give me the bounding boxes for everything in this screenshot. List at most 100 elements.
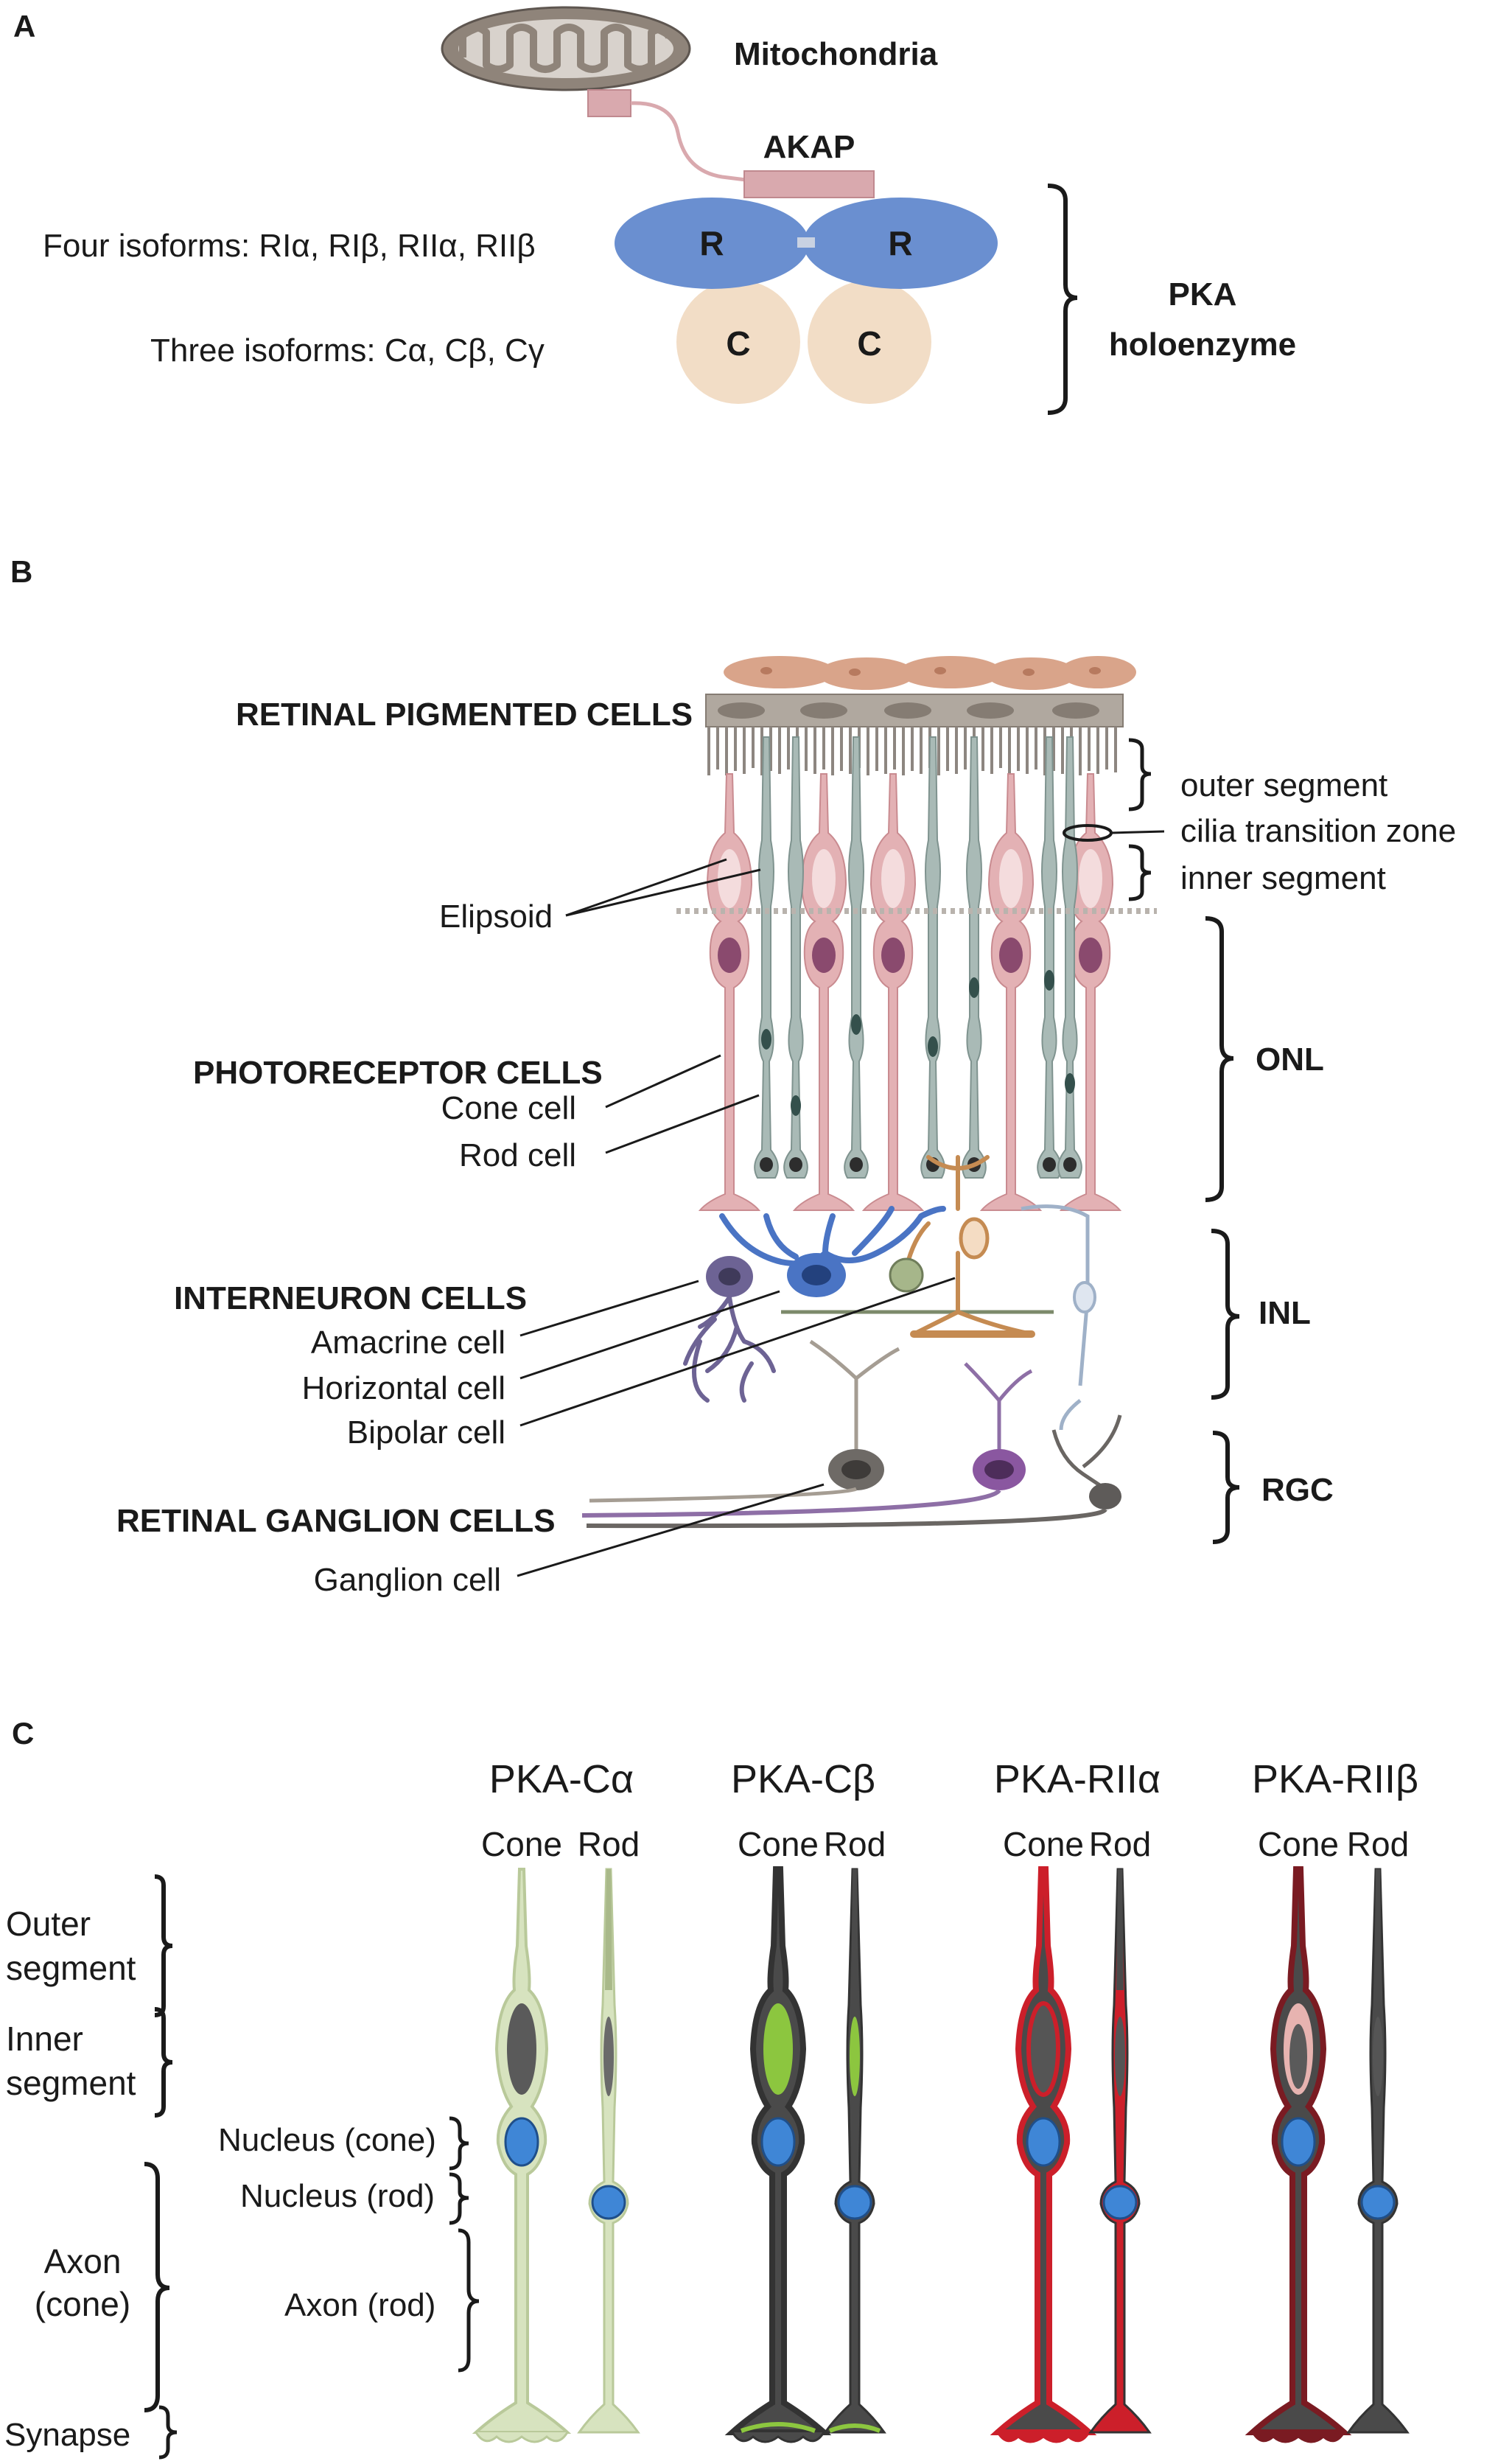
c-label-right: C [857, 324, 881, 363]
axon-cone-label-2: (cone) [35, 2285, 130, 2323]
akap-anchor [587, 89, 631, 117]
panel-b-letter: B [10, 554, 32, 589]
panel-a-letter: A [13, 9, 35, 43]
rod-column-label: Rod [578, 1825, 640, 1863]
horizontal-cell-icon [719, 1206, 1054, 1314]
cone-column-label: Cone [1003, 1825, 1084, 1863]
synapse-bracket [158, 2405, 178, 2460]
panel-a: A AKAP Mitochondria R R C C Four isoform… [13, 6, 1296, 415]
cone-column-label: Cone [1258, 1825, 1339, 1863]
inner-segment-bracket [1128, 844, 1152, 901]
rod-cell-calpha [577, 1868, 640, 2434]
axon-rod-label: Axon (rod) [284, 2287, 435, 2323]
c-label-left: C [726, 324, 750, 363]
outer-segment-bracket-c [154, 1874, 173, 2017]
holoenzyme-bracket [1047, 184, 1078, 415]
rod-column-label: Rod [824, 1825, 886, 1863]
mitochondria-icon [441, 6, 691, 91]
horizontal-label: Horizontal cell [302, 1370, 505, 1406]
outer-segment-label: outer segment [1180, 767, 1387, 803]
rod-cell-label: Rod cell [459, 1137, 576, 1173]
c-isoforms-label: Three isoforms: Cα, Cβ, Cγ [150, 332, 545, 369]
mitochondria-label: Mitochondria [734, 36, 938, 72]
cilia-zone-pointer [1110, 830, 1165, 834]
bipolar-label: Bipolar cell [347, 1414, 505, 1451]
bipolar-pointer [519, 1277, 956, 1427]
photoreceptor-expression-diagrams [472, 1866, 1410, 2443]
holoenzyme-label-2: holoenzyme [1109, 327, 1296, 363]
axon-rod-bracket [458, 2228, 480, 2373]
rod-cell-r2alpha [1088, 1868, 1152, 2434]
onl-bracket [1205, 916, 1234, 1202]
amacrine-pointer [519, 1280, 699, 1337]
nucleus-cone-label: Nucleus (cone) [218, 2122, 436, 2158]
photoreceptor-label: PHOTORECEPTOR CELLS [193, 1055, 603, 1091]
cone-cell-pointer [605, 1054, 721, 1109]
akap-tether [630, 101, 746, 182]
ganglion-cell-label: Ganglion cell [314, 1562, 501, 1598]
synapse-label: Synapse [4, 2417, 130, 2453]
rgc-label: RGC [1261, 1472, 1334, 1508]
c-subunit-left [676, 280, 800, 404]
r-isoforms-label: Four isoforms: RIα, RIβ, RIIα, RIIβ [43, 228, 536, 264]
interneuron-label: INTERNEURON CELLS [174, 1280, 527, 1316]
rod-cell-pointer [605, 1094, 760, 1154]
rpe-label: RETINAL PIGMENTED CELLS [236, 697, 693, 733]
column-title: PKA-Cβ [731, 1757, 875, 1801]
elipsoid-pointer-1 [565, 858, 727, 917]
r-dimer-link [797, 237, 815, 248]
rod-column-label: Rod [1347, 1825, 1409, 1863]
akap-label: AKAP [763, 129, 855, 165]
amacrine-cell-icon [683, 1256, 776, 1403]
cone-column-label: Cone [481, 1825, 562, 1863]
horizontal-pointer [519, 1290, 780, 1380]
amacrine-label: Amacrine cell [311, 1325, 505, 1361]
nucleus-cone-bracket [449, 2116, 469, 2171]
axon-cone-bracket [144, 2162, 170, 2412]
axon-cone-label-1: Axon [44, 2242, 122, 2280]
column-title: PKA-RIIβ [1252, 1757, 1418, 1801]
outer-segment-bracket [1128, 738, 1152, 812]
onl-label: ONL [1256, 1041, 1324, 1078]
rod-cells [754, 736, 1082, 1179]
r-label-left: R [699, 224, 724, 262]
cone-cell-calpha [472, 1868, 572, 2443]
inl-label: INL [1259, 1295, 1311, 1331]
r-subunit-right [803, 198, 998, 289]
rod-cell-r2beta [1346, 1868, 1410, 2434]
outer-segment-label-1: Outer [6, 1905, 91, 1943]
inner-segment-label-1: Inner [6, 2020, 83, 2058]
rod-cell-cbeta [823, 1868, 886, 2434]
inl-bracket [1211, 1229, 1240, 1400]
cone-column-label: Cone [738, 1825, 819, 1863]
inner-segment-bracket-c [154, 2007, 173, 2118]
panel-c-letter: C [12, 1716, 34, 1751]
cone-cell-r2beta [1245, 1866, 1352, 2443]
r-subunit-left [615, 198, 809, 289]
outer-segment-label-2: segment [6, 1949, 136, 1987]
bipolar-cell-icon [889, 1155, 1035, 1338]
inner-segment-label-2: segment [6, 2064, 136, 2102]
cilia-zone-label: cilia transition zone [1180, 813, 1456, 849]
cone-cell-label: Cone cell [441, 1090, 576, 1126]
elipsoid-label: Elipsoid [439, 898, 553, 935]
c-subunit-right [808, 280, 931, 404]
ganglion-pointer [517, 1483, 825, 1577]
ganglion-header-label: RETINAL GANGLION CELLS [116, 1503, 556, 1539]
panel-b: B [10, 554, 1456, 1598]
cone-cell-cbeta [724, 1866, 832, 2443]
rgc-bracket [1212, 1431, 1240, 1544]
nucleus-rod-bracket [449, 2172, 469, 2225]
rpe-layer [705, 656, 1136, 775]
inner-segment-label: inner segment [1180, 860, 1386, 896]
column-title: PKA-RIIα [994, 1757, 1161, 1801]
bipolar-cell-2-icon [1021, 1204, 1096, 1431]
rod-column-label: Rod [1089, 1825, 1151, 1863]
ganglion-cells [581, 1339, 1122, 1529]
holoenzyme-label-1: PKA [1169, 276, 1237, 313]
akap-bar [743, 170, 875, 198]
nucleus-rod-label: Nucleus (rod) [240, 2178, 435, 2214]
